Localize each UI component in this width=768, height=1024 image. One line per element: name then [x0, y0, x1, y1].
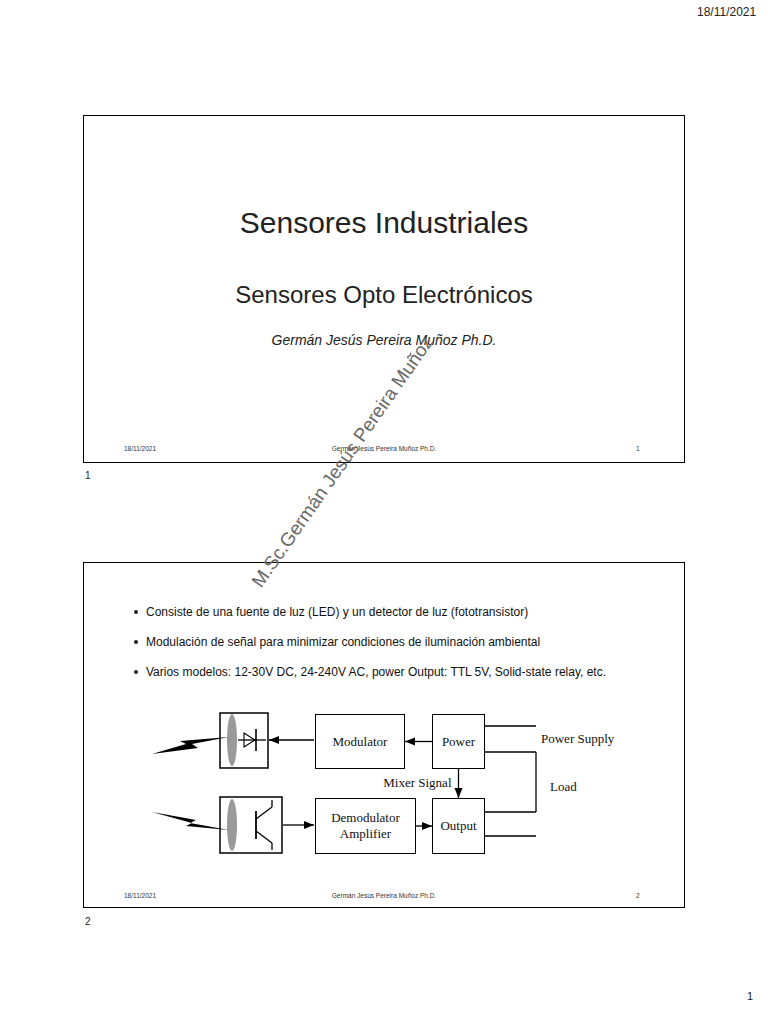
- signal-arrow: [283, 824, 314, 825]
- slide-index: 2: [85, 916, 91, 928]
- page-number: 1: [747, 990, 753, 1003]
- led-emitter: [220, 713, 268, 768]
- signal-arrow: [405, 741, 432, 742]
- process-box: Modulator: [315, 714, 405, 769]
- slide-title: Sensores Industriales: [84, 206, 684, 241]
- page-date: 18/11/2021: [697, 6, 756, 20]
- signal-arrow: [416, 825, 432, 826]
- bullet-text: Modulación de señal para minimizar condi…: [146, 636, 540, 650]
- bullet-dot: [134, 670, 138, 674]
- bullet-text: Consiste de una fuente de luz (LED) y un…: [146, 606, 528, 620]
- footer-date: 18/11/2021: [124, 445, 156, 452]
- light-beam: [152, 737, 229, 754]
- footer-author: Germán Jesús Pereira Muñoz Ph.D.: [84, 445, 684, 452]
- phototransistor: [220, 797, 282, 853]
- bullet-text: Varios modelos: 12-30V DC, 24-240V AC, p…: [146, 666, 606, 680]
- watermark: M.Sc.Germán Jesús Pereira Muñoz: [247, 332, 438, 591]
- box-label: Power: [442, 734, 475, 750]
- footer-date: 18/11/2021: [124, 892, 156, 899]
- light-beam: [152, 812, 229, 830]
- edge-label: Mixer Signal: [381, 776, 453, 791]
- slide-number: 2: [636, 892, 640, 899]
- slide-subtitle: Sensores Opto Electrónicos: [84, 281, 684, 309]
- bullet-dot: [134, 610, 138, 614]
- footer-author: Germán Jesús Pereira Muñoz Ph.D.: [84, 892, 684, 899]
- wire-label: Power Supply: [541, 732, 614, 747]
- box-label: Demodulator Amplifier: [316, 810, 415, 841]
- wire-label: Load: [550, 780, 577, 795]
- box-label: Output: [440, 818, 476, 834]
- process-box: Power: [432, 714, 485, 769]
- slide-index: 1: [85, 470, 91, 482]
- author-name: Germán Jesús Pereira Muñoz Ph.D.: [84, 332, 684, 348]
- slide-number: 1: [636, 445, 640, 452]
- process-box: Demodulator Amplifier: [315, 798, 416, 854]
- bullet-dot: [134, 640, 138, 644]
- supply-wiring: [484, 726, 536, 836]
- signal-arrow: [269, 739, 314, 740]
- signal-arrow: [458, 769, 459, 798]
- box-label: Modulator: [333, 734, 388, 750]
- process-box: Output: [432, 798, 485, 854]
